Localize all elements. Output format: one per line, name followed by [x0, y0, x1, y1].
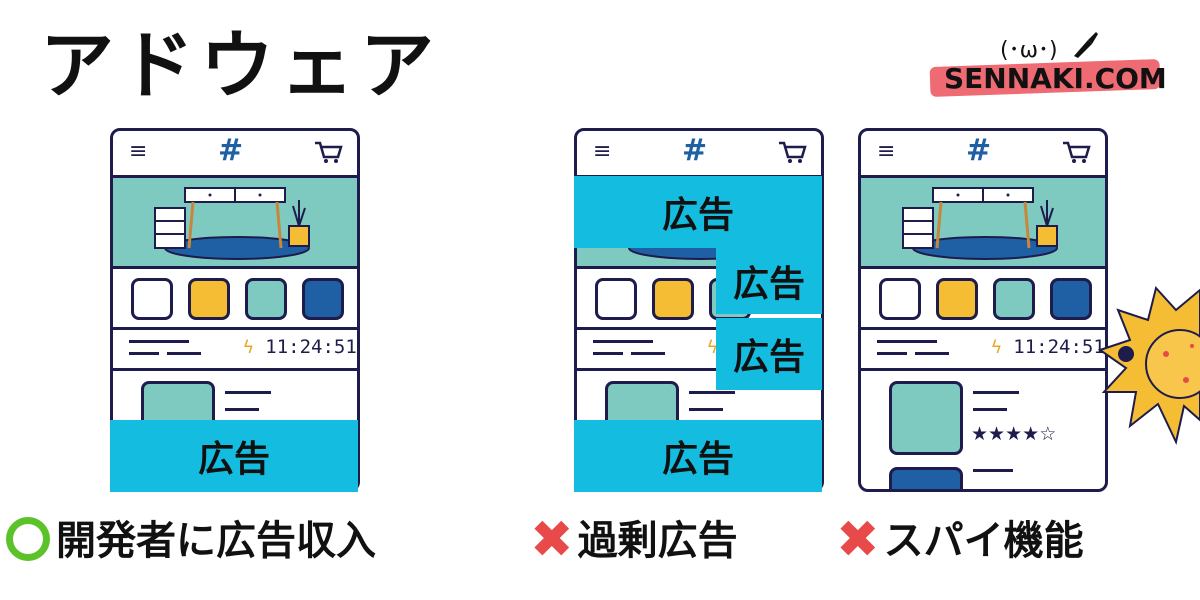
caption-middle-text: 過剰広告: [577, 518, 738, 564]
brush-icon: [1074, 32, 1098, 58]
lightning-icon: ϟ: [707, 337, 718, 358]
rating-stars: ★★★★☆: [971, 423, 1056, 445]
countdown-timer: ϟ 11:24:51: [243, 336, 357, 358]
ad-banner-bottom-left[interactable]: 広告: [110, 420, 358, 492]
ng-cross-icon: ✖: [530, 510, 574, 570]
hash-logo-icon: #: [966, 133, 992, 168]
caption-excessive-ads: ✖過剰広告: [530, 508, 738, 573]
swatch-teal[interactable]: [993, 278, 1035, 320]
caption-developer-revenue: 開発者に広告収入: [6, 508, 376, 566]
timer-text: 11:24:51: [1013, 336, 1105, 358]
site-logo: (･ω･) SENNAKI.COM: [929, 30, 1170, 110]
product-thumbnail[interactable]: [889, 381, 963, 455]
swatch-yellow[interactable]: [936, 278, 978, 320]
phone-header: ≡ #: [113, 131, 357, 178]
cart-icon: [315, 141, 343, 163]
text-line: [877, 340, 937, 343]
text-line: [689, 391, 735, 394]
text-line: [915, 352, 949, 355]
star-filled-icon: ★: [988, 423, 1006, 445]
text-line: [689, 408, 723, 411]
color-swatch-row: [113, 269, 357, 330]
phone-header: ≡ #: [861, 131, 1105, 178]
swatch-navy[interactable]: [1050, 278, 1092, 320]
banner-illustration: [861, 178, 1105, 269]
countdown-timer: ϟ 11:24:51: [991, 336, 1105, 358]
swatch-white[interactable]: [595, 278, 637, 320]
caption-right-text: スパイ機能: [883, 518, 1084, 564]
ad-banner-side-2[interactable]: 広告: [716, 318, 822, 390]
lightning-icon: ϟ: [243, 337, 254, 358]
text-line: [225, 408, 259, 411]
text-line: [225, 391, 271, 394]
ad-banner-bottom-middle[interactable]: 広告: [574, 420, 822, 492]
banner-illustration: [113, 178, 357, 269]
star-filled-icon: ★: [971, 423, 989, 445]
menu-icon: ≡: [593, 139, 612, 164]
text-line: [973, 469, 1013, 472]
text-line: [593, 340, 653, 343]
menu-icon: ≡: [129, 139, 148, 164]
color-swatch-row: [861, 269, 1105, 330]
text-line: [631, 352, 665, 355]
swatch-navy[interactable]: [302, 278, 344, 320]
text-line: [129, 352, 159, 355]
star-empty-icon: ☆: [1039, 423, 1057, 445]
cart-icon: [779, 141, 807, 163]
swatch-white[interactable]: [131, 278, 173, 320]
swatch-yellow[interactable]: [652, 278, 694, 320]
hash-logo-icon: #: [682, 133, 708, 168]
ng-cross-icon: ✖: [836, 510, 880, 570]
swatch-teal[interactable]: [245, 278, 287, 320]
text-line: [973, 391, 1019, 394]
sale-timer-row: ϟ 11:24:51: [113, 330, 357, 371]
cart-icon: [1063, 141, 1091, 163]
swatch-white[interactable]: [879, 278, 921, 320]
text-line: [167, 352, 201, 355]
swatch-yellow[interactable]: [188, 278, 230, 320]
ad-banner-top[interactable]: 広告: [574, 176, 822, 248]
page-title: アドウェア: [40, 23, 440, 109]
star-filled-icon: ★: [1005, 423, 1023, 445]
ok-circle-icon: [6, 517, 50, 561]
sale-timer-row: ϟ: [577, 330, 821, 371]
timer-text: 11:24:51: [265, 336, 357, 358]
logo-face: (･ω･): [1000, 38, 1058, 63]
text-line: [129, 340, 189, 343]
phone-header: ≡ #: [577, 131, 821, 178]
star-filled-icon: ★: [1022, 423, 1040, 445]
buy-button[interactable]: [889, 467, 963, 489]
caption-spy-feature: ✖スパイ機能: [836, 508, 1084, 573]
hash-logo-icon: #: [218, 133, 244, 168]
explosion-burst-icon: [1097, 285, 1200, 446]
lightning-icon: ϟ: [991, 337, 1002, 358]
text-line: [973, 408, 1007, 411]
furniture-illustration: [902, 187, 1058, 260]
text-line: [593, 352, 623, 355]
ad-banner-side-1[interactable]: 広告: [716, 248, 822, 314]
sale-timer-row: ϟ 11:24:51: [861, 330, 1105, 371]
countdown-timer: ϟ: [707, 336, 718, 358]
caption-left-text: 開発者に広告収入: [56, 518, 376, 564]
logo-text: SENNAKI.COM: [944, 62, 1167, 95]
text-line: [877, 352, 907, 355]
menu-icon: ≡: [877, 139, 896, 164]
furniture-illustration: [154, 187, 310, 260]
phone-mockup-right: ≡ # ϟ 11:24:51: [858, 128, 1108, 492]
